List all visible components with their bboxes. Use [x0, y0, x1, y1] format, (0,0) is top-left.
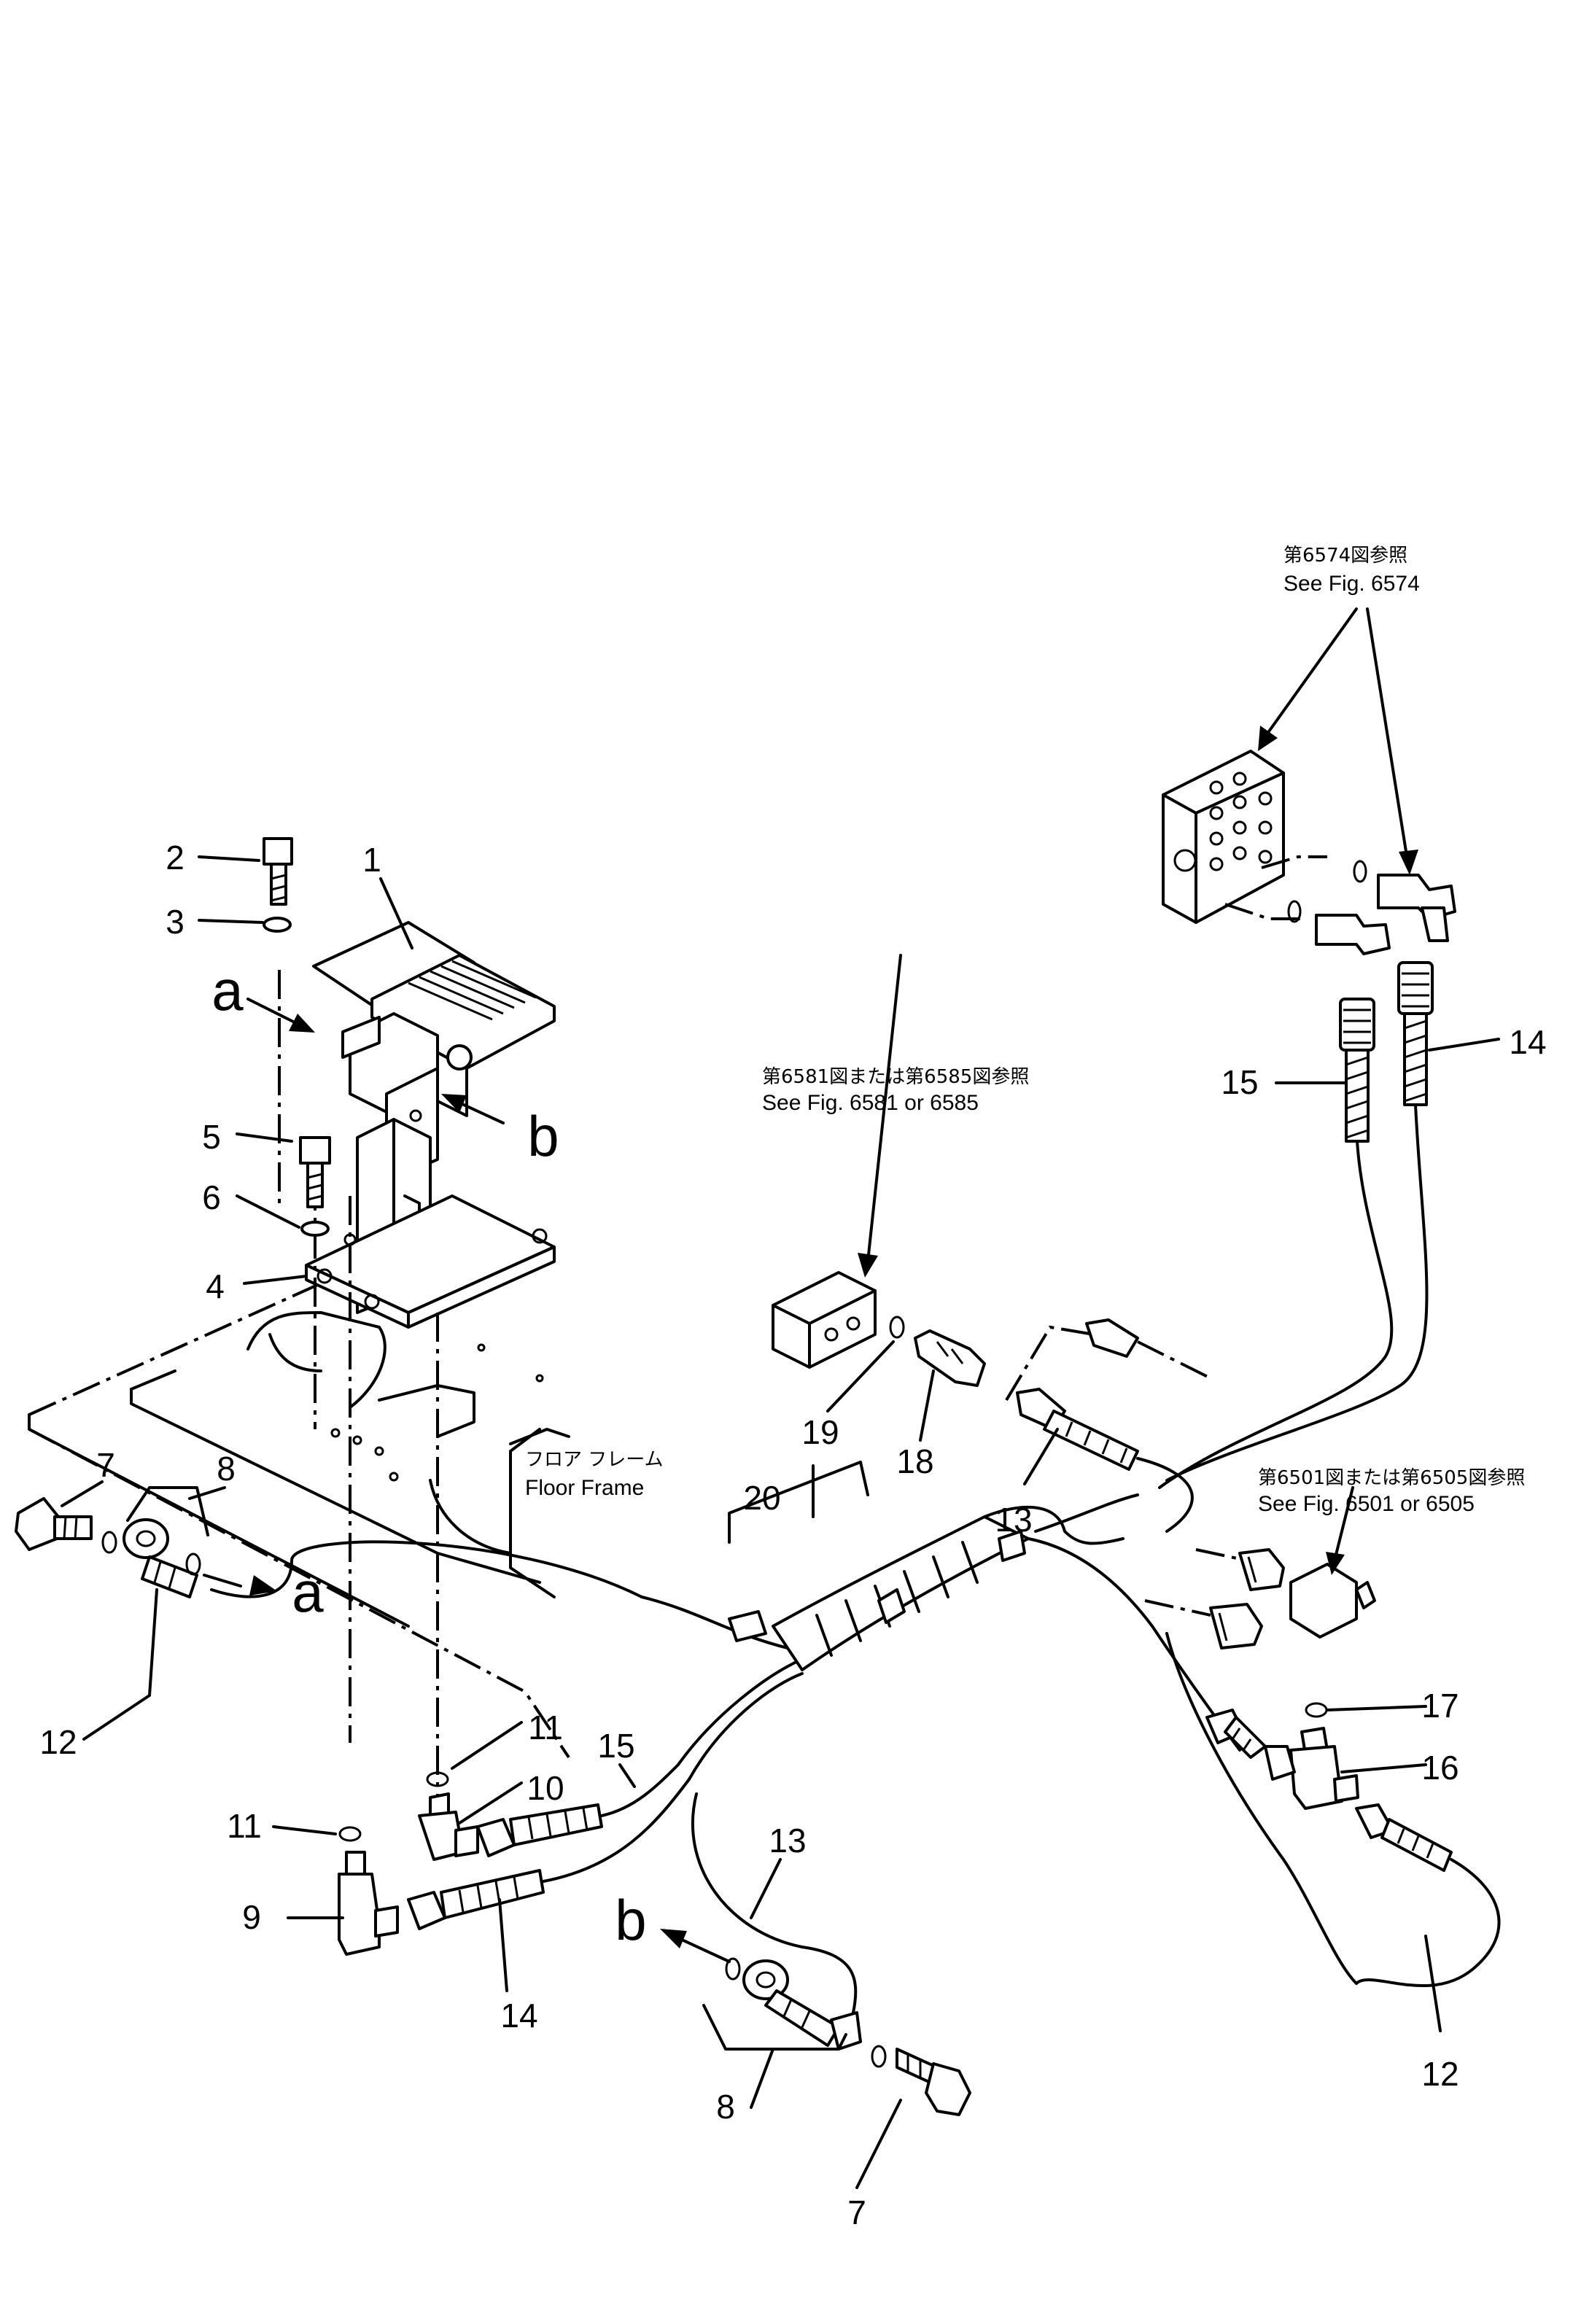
fitting-18	[914, 1329, 986, 1387]
ref-arrow-6501	[1333, 1486, 1354, 1562]
hose-12-right	[1165, 1632, 1501, 1987]
valve-9	[338, 1851, 399, 1956]
label-8-left: 8	[217, 1450, 236, 1488]
oring-11-left	[338, 1826, 362, 1842]
label-8-lower: 8	[716, 2088, 735, 2126]
label-3: 3	[166, 903, 185, 941]
floor-frame-jp: フロア フレーム	[525, 1449, 664, 1471]
label-15-lower: 15	[597, 1727, 634, 1765]
banjo-bolt-7-left	[15, 1497, 93, 1551]
valve-elbow-fittings	[1224, 855, 1456, 955]
bolt-5	[299, 1136, 331, 1208]
arrow-a-left	[203, 1574, 242, 1587]
bracket-8-lower	[702, 2004, 847, 2051]
floor-frame	[28, 1282, 570, 1759]
label-9: 9	[242, 1898, 261, 1936]
oring-8-left-a	[101, 1531, 117, 1554]
ref-6501-jp: 第6501図または第6505図参照	[1258, 1467, 1525, 1489]
label-7-lower: 7	[847, 2193, 866, 2231]
oring-17	[1305, 1702, 1328, 1718]
part-numbers: 1 2 3 4 5 6 7 8 9 10 11 11 12 12 13 13 1…	[39, 839, 1546, 2231]
banjo-8-lower	[742, 1959, 862, 2051]
view-letter-b-bottom: b	[615, 1888, 646, 1952]
label-17: 17	[1421, 1687, 1459, 1725]
label-1: 1	[362, 841, 381, 879]
mid-valve-block	[772, 1271, 877, 1369]
washer-6	[300, 1221, 330, 1237]
ref-6574-jp: 第6574図参照	[1283, 545, 1407, 567]
ref-6581-en: See Fig. 6581 or 6585	[762, 1091, 979, 1115]
banjo-bolt-7-lower	[896, 2048, 971, 2116]
bracket-8-left	[126, 1486, 209, 1536]
hose-12-left	[210, 1540, 643, 1598]
arrow-a-pedal	[246, 998, 300, 1026]
label-11-top: 11	[528, 1709, 563, 1746]
label-14-lower: 14	[500, 1997, 537, 2035]
control-valve-block	[1162, 750, 1285, 924]
ref-6581-jp: 第6581図または第6585図参照	[762, 1066, 1029, 1088]
hose-14-upper	[1165, 961, 1434, 1482]
ref-arrows-6574	[1258, 607, 1418, 875]
label-19: 19	[801, 1413, 839, 1451]
hose-15-upper	[1158, 998, 1394, 1489]
oring-8-lower-b	[871, 2045, 887, 2068]
bracket-20	[728, 1461, 869, 1544]
right-valve-fig6501	[1144, 1548, 1376, 1649]
hose-15-lower	[476, 1763, 680, 1857]
label-20: 20	[743, 1479, 780, 1517]
ref-6574-en: See Fig. 6574	[1283, 572, 1420, 596]
valve-10	[418, 1792, 479, 1861]
label-5: 5	[202, 1118, 221, 1156]
label-16: 16	[1421, 1749, 1459, 1787]
label-4: 4	[206, 1267, 225, 1305]
view-letter-a-bottom: a	[292, 1560, 324, 1624]
label-10: 10	[527, 1769, 564, 1807]
arrow-b-lower	[680, 1938, 731, 1963]
label-11-left: 11	[227, 1807, 262, 1845]
hose-13-top	[1005, 1318, 1211, 1533]
pedal-1	[312, 921, 556, 1183]
label-15-right: 15	[1221, 1063, 1258, 1101]
harness-20	[640, 1493, 1241, 1781]
label-14-right: 14	[1509, 1023, 1546, 1061]
oring-11-right	[426, 1771, 449, 1787]
view-letter-a-top: a	[211, 958, 244, 1022]
label-2: 2	[166, 839, 185, 877]
label-7-left: 7	[96, 1446, 115, 1484]
bracket-4	[305, 1194, 556, 1329]
hose-14-lower	[407, 1778, 691, 1930]
leader-lines	[61, 855, 1442, 2189]
arrow-b-pedal	[454, 1100, 505, 1124]
hose-13-lower	[691, 1792, 858, 2014]
banjo-12-left	[123, 1518, 198, 1598]
label-18: 18	[896, 1442, 933, 1480]
oring-8-lower-a	[725, 1957, 741, 1981]
label-13-lower: 13	[769, 1822, 806, 1859]
leader-14	[1428, 1038, 1500, 1052]
ref-arrow-6581	[866, 954, 902, 1263]
oring-19	[889, 1315, 905, 1339]
ref-6501-en: See Fig. 6501 or 6505	[1258, 1492, 1475, 1516]
bolt-2	[263, 837, 293, 906]
floor-frame-en: Floor Frame	[525, 1476, 644, 1500]
label-12-right: 12	[1421, 2055, 1459, 2093]
label-6: 6	[202, 1178, 221, 1216]
oring-8-left-b	[185, 1552, 201, 1576]
label-12-left: 12	[39, 1723, 77, 1761]
view-letter-b-top: b	[527, 1104, 559, 1168]
label-13-top: 13	[995, 1501, 1032, 1539]
tee-16	[1289, 1727, 1359, 1810]
washer-3	[263, 917, 292, 933]
